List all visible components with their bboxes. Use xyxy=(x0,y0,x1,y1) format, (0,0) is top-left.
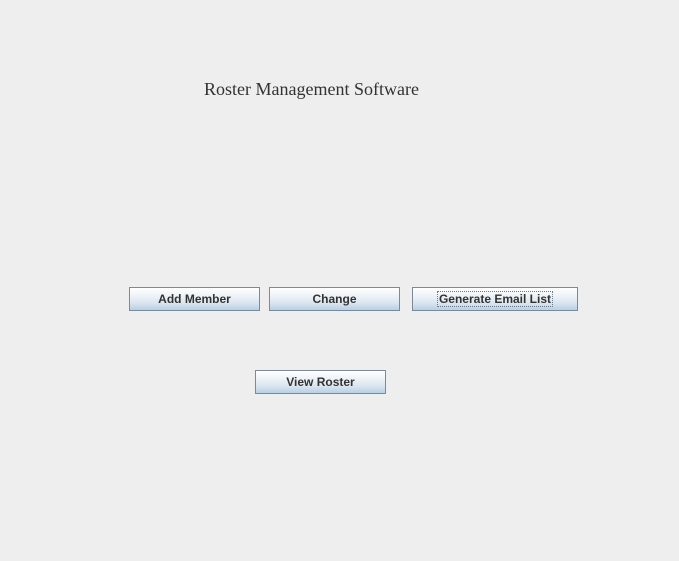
add-member-button-label: Add Member xyxy=(158,292,231,306)
view-roster-button-label: View Roster xyxy=(286,375,355,389)
app-title: Roster Management Software xyxy=(204,79,419,99)
generate-email-list-button-label: Generate Email List xyxy=(436,291,554,307)
add-member-button[interactable]: Add Member xyxy=(129,287,260,311)
change-button[interactable]: Change xyxy=(269,287,400,311)
change-button-label: Change xyxy=(312,292,357,306)
view-roster-button[interactable]: View Roster xyxy=(255,370,386,394)
generate-email-list-button[interactable]: Generate Email List xyxy=(412,287,578,311)
